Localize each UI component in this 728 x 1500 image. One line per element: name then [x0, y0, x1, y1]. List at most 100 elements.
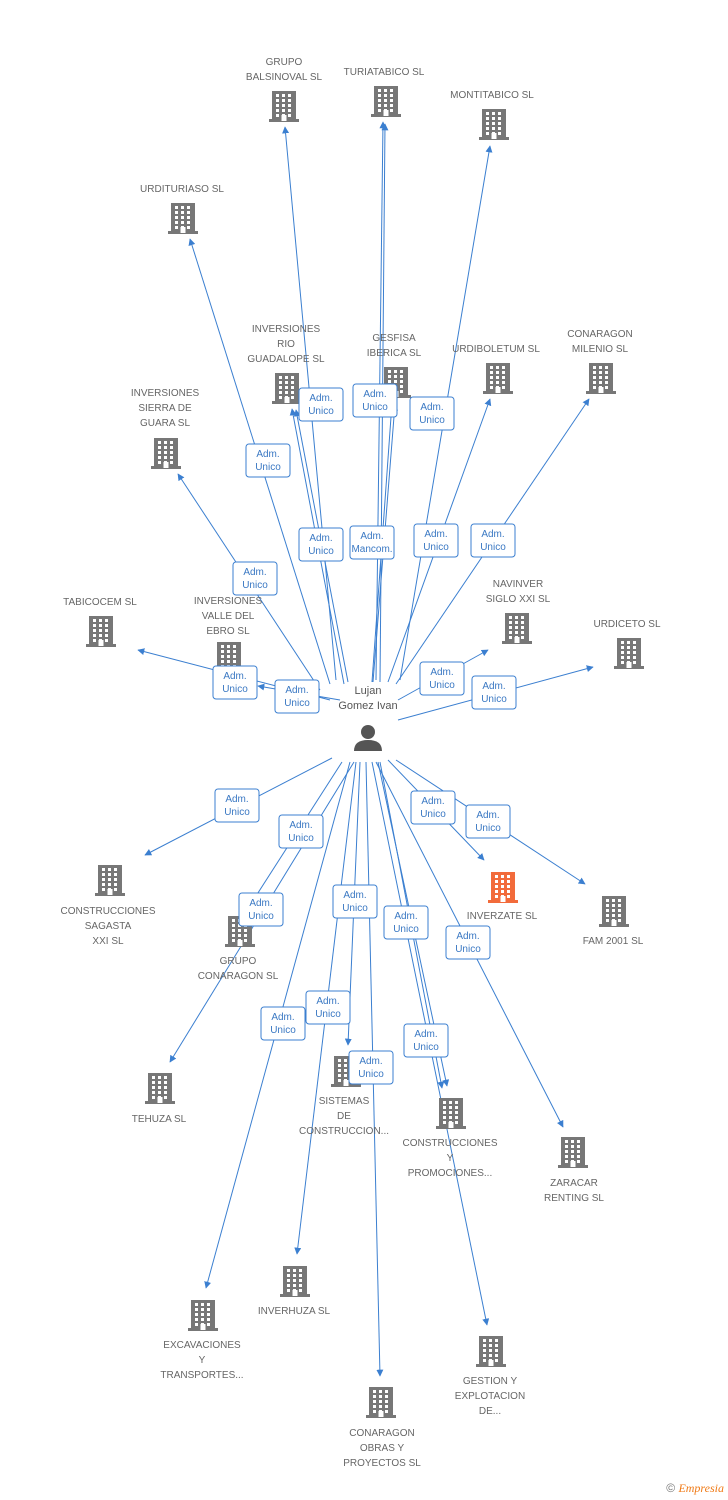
company-label-line-1: CONSTRUCCIONES — [402, 1138, 497, 1149]
company-label-line-2: SIGLO XXI SL — [486, 594, 551, 605]
role-badge-tabicocem[interactable]: Adm.Unico — [274, 679, 320, 714]
role-badge-sistemas-de-construccion[interactable]: Adm.Unico — [332, 884, 378, 919]
role-badge-gestion-y-explotacion[interactable]: Adm.Unico — [403, 1023, 449, 1058]
company-node-construcciones-y-promociones[interactable]: CONSTRUCCIONESYPROMOCIONES... — [402, 1098, 498, 1179]
building-icon — [95, 865, 125, 896]
building-icon — [558, 1137, 588, 1168]
role-badge-construcciones-y-promociones[interactable]: Adm. Unico — [383, 905, 429, 940]
role-text-line-2: Unico — [342, 903, 368, 914]
center-label-line-1: Lujan — [355, 685, 382, 697]
company-label-line-1: INVERZATE SL — [467, 911, 538, 922]
role-badge-montitabico[interactable]: Adm. Unico — [409, 396, 455, 431]
role-badge-box — [212, 665, 258, 700]
role-text-line-2: Unico — [270, 1025, 296, 1036]
company-node-fam-2001[interactable]: FAM 2001 SL — [583, 896, 644, 947]
role-badge-gesfisa-iberica[interactable]: Adm.Mancom. — [349, 525, 395, 560]
company-node-tehuza[interactable]: TEHUZA SL — [132, 1073, 187, 1125]
role-badge-inversiones-sierra-de-guara[interactable]: Adm.Unico — [232, 561, 278, 596]
company-label-line-2: MILENIO SL — [572, 344, 629, 355]
role-badge-zaracar-renting[interactable]: Adm.Unico — [445, 925, 491, 960]
role-badge-urdiboletum[interactable]: Adm.Unico — [413, 523, 459, 558]
role-badge-fam-2001[interactable]: Adm.Unico — [465, 804, 511, 839]
role-text-line-2: Unico — [393, 924, 419, 935]
company-label-line-1: CONARAGON — [349, 1428, 415, 1439]
company-node-inverzate[interactable]: INVERZATE SL — [467, 872, 538, 922]
role-badge-turiatabico[interactable]: Adm.Unico — [352, 383, 398, 418]
company-node-urdiboletum[interactable]: URDIBOLETUM SL — [452, 344, 540, 394]
role-text-line-2: Unico — [222, 684, 248, 695]
company-label-line-1: TURIATABICO SL — [344, 67, 425, 78]
building-icon — [479, 109, 509, 140]
company-node-urdiceto[interactable]: URDICETO SL — [593, 619, 661, 669]
role-badge-box — [413, 523, 459, 558]
role-text-line-2: Unico — [308, 406, 334, 417]
role-badge-box — [332, 884, 378, 919]
company-node-turiatabico[interactable]: TURIATABICO SL — [344, 67, 425, 117]
role-badge-inversiones-valle-del-ebro[interactable]: Adm.Unico — [212, 665, 258, 700]
role-text-line-1: Adm. — [309, 393, 332, 404]
center-label-line-2: Gomez Ivan — [338, 700, 397, 712]
company-node-inverhuza[interactable]: INVERHUZA SL — [258, 1266, 331, 1317]
company-label-line-1: MONTITABICO SL — [450, 90, 534, 101]
company-label-line-1: SISTEMAS — [319, 1096, 370, 1107]
role-badge-inverzate[interactable]: Adm.Unico — [410, 790, 456, 825]
role-badge-box — [305, 990, 351, 1025]
building-icon — [436, 1098, 466, 1129]
role-text-line-2: Unico — [455, 944, 481, 955]
role-text-line-2: Unico — [481, 694, 507, 705]
role-badge-navinver-siglo-xxi[interactable]: Adm.Unico — [419, 661, 465, 696]
company-label-line-3: GUARA SL — [140, 418, 190, 429]
role-badge-tehuza[interactable]: Adm.Unico — [238, 892, 284, 927]
role-badge-grupo-balsinoval[interactable]: Adm. Unico — [298, 387, 344, 422]
role-badge-inversiones-rio-guadalope[interactable]: Adm.Unico — [298, 527, 344, 562]
role-badge-box — [352, 383, 398, 418]
role-text-line-2: Unico — [224, 807, 250, 818]
role-text-line-1: Adm. — [394, 911, 417, 922]
role-text-line-2: Unico — [362, 402, 388, 413]
company-node-gestion-y-explotacion[interactable]: GESTION YEXPLOTACIONDE... — [455, 1336, 525, 1417]
company-label-line-2: BALSINOVAL SL — [246, 72, 323, 83]
company-label-line-1: INVERSIONES — [252, 324, 321, 335]
role-badge-box — [214, 788, 260, 823]
role-text-line-2: Unico — [419, 415, 445, 426]
person-icon — [354, 725, 382, 751]
company-node-tabicocem[interactable]: TABICOCEM SL — [63, 597, 137, 647]
role-badge-urdiceto[interactable]: Adm.Unico — [471, 675, 517, 710]
role-badge-box — [470, 523, 516, 558]
role-text-line-2: Unico — [248, 911, 274, 922]
company-node-montitabico[interactable]: MONTITABICO SL — [450, 90, 534, 140]
building-icon — [188, 1300, 218, 1331]
role-badge-construcciones-sagasta[interactable]: Adm.Unico — [214, 788, 260, 823]
company-label-line-2: CONARAGON SL — [198, 971, 279, 982]
role-badge-urdituriaso[interactable]: Adm.Unico — [245, 443, 291, 478]
role-badge-box — [274, 679, 320, 714]
company-label-line-1: GESTION Y — [463, 1376, 518, 1387]
building-icon — [614, 638, 644, 669]
company-node-excavaciones-y-transportes[interactable]: EXCAVACIONESYTRANSPORTES... — [160, 1300, 244, 1381]
building-icon — [280, 1266, 310, 1297]
role-badge-inverhuza[interactable]: Adm.Unico — [305, 990, 351, 1025]
role-badge-conaragon-obras-y-proyectos[interactable]: Adm.Unico — [348, 1050, 394, 1085]
role-badge-excavaciones-y-transportes[interactable]: Adm.Unico — [260, 1006, 306, 1041]
building-icon — [586, 363, 616, 394]
center-person-node[interactable]: Lujan Gomez Ivan — [338, 685, 398, 751]
role-text-line-1: Adm. — [414, 1029, 437, 1040]
company-label-line-2: Y — [447, 1153, 454, 1164]
role-text-line-1: Adm. — [420, 402, 443, 413]
building-icon — [599, 896, 629, 927]
role-badge-conaragon-milenio[interactable]: Adm.Unico — [470, 523, 516, 558]
company-node-urdituriaso[interactable]: URDITURIASO SL — [140, 184, 224, 234]
role-badge-grupo-conaragon[interactable]: Adm.Unico — [278, 814, 324, 849]
building-icon — [371, 86, 401, 117]
